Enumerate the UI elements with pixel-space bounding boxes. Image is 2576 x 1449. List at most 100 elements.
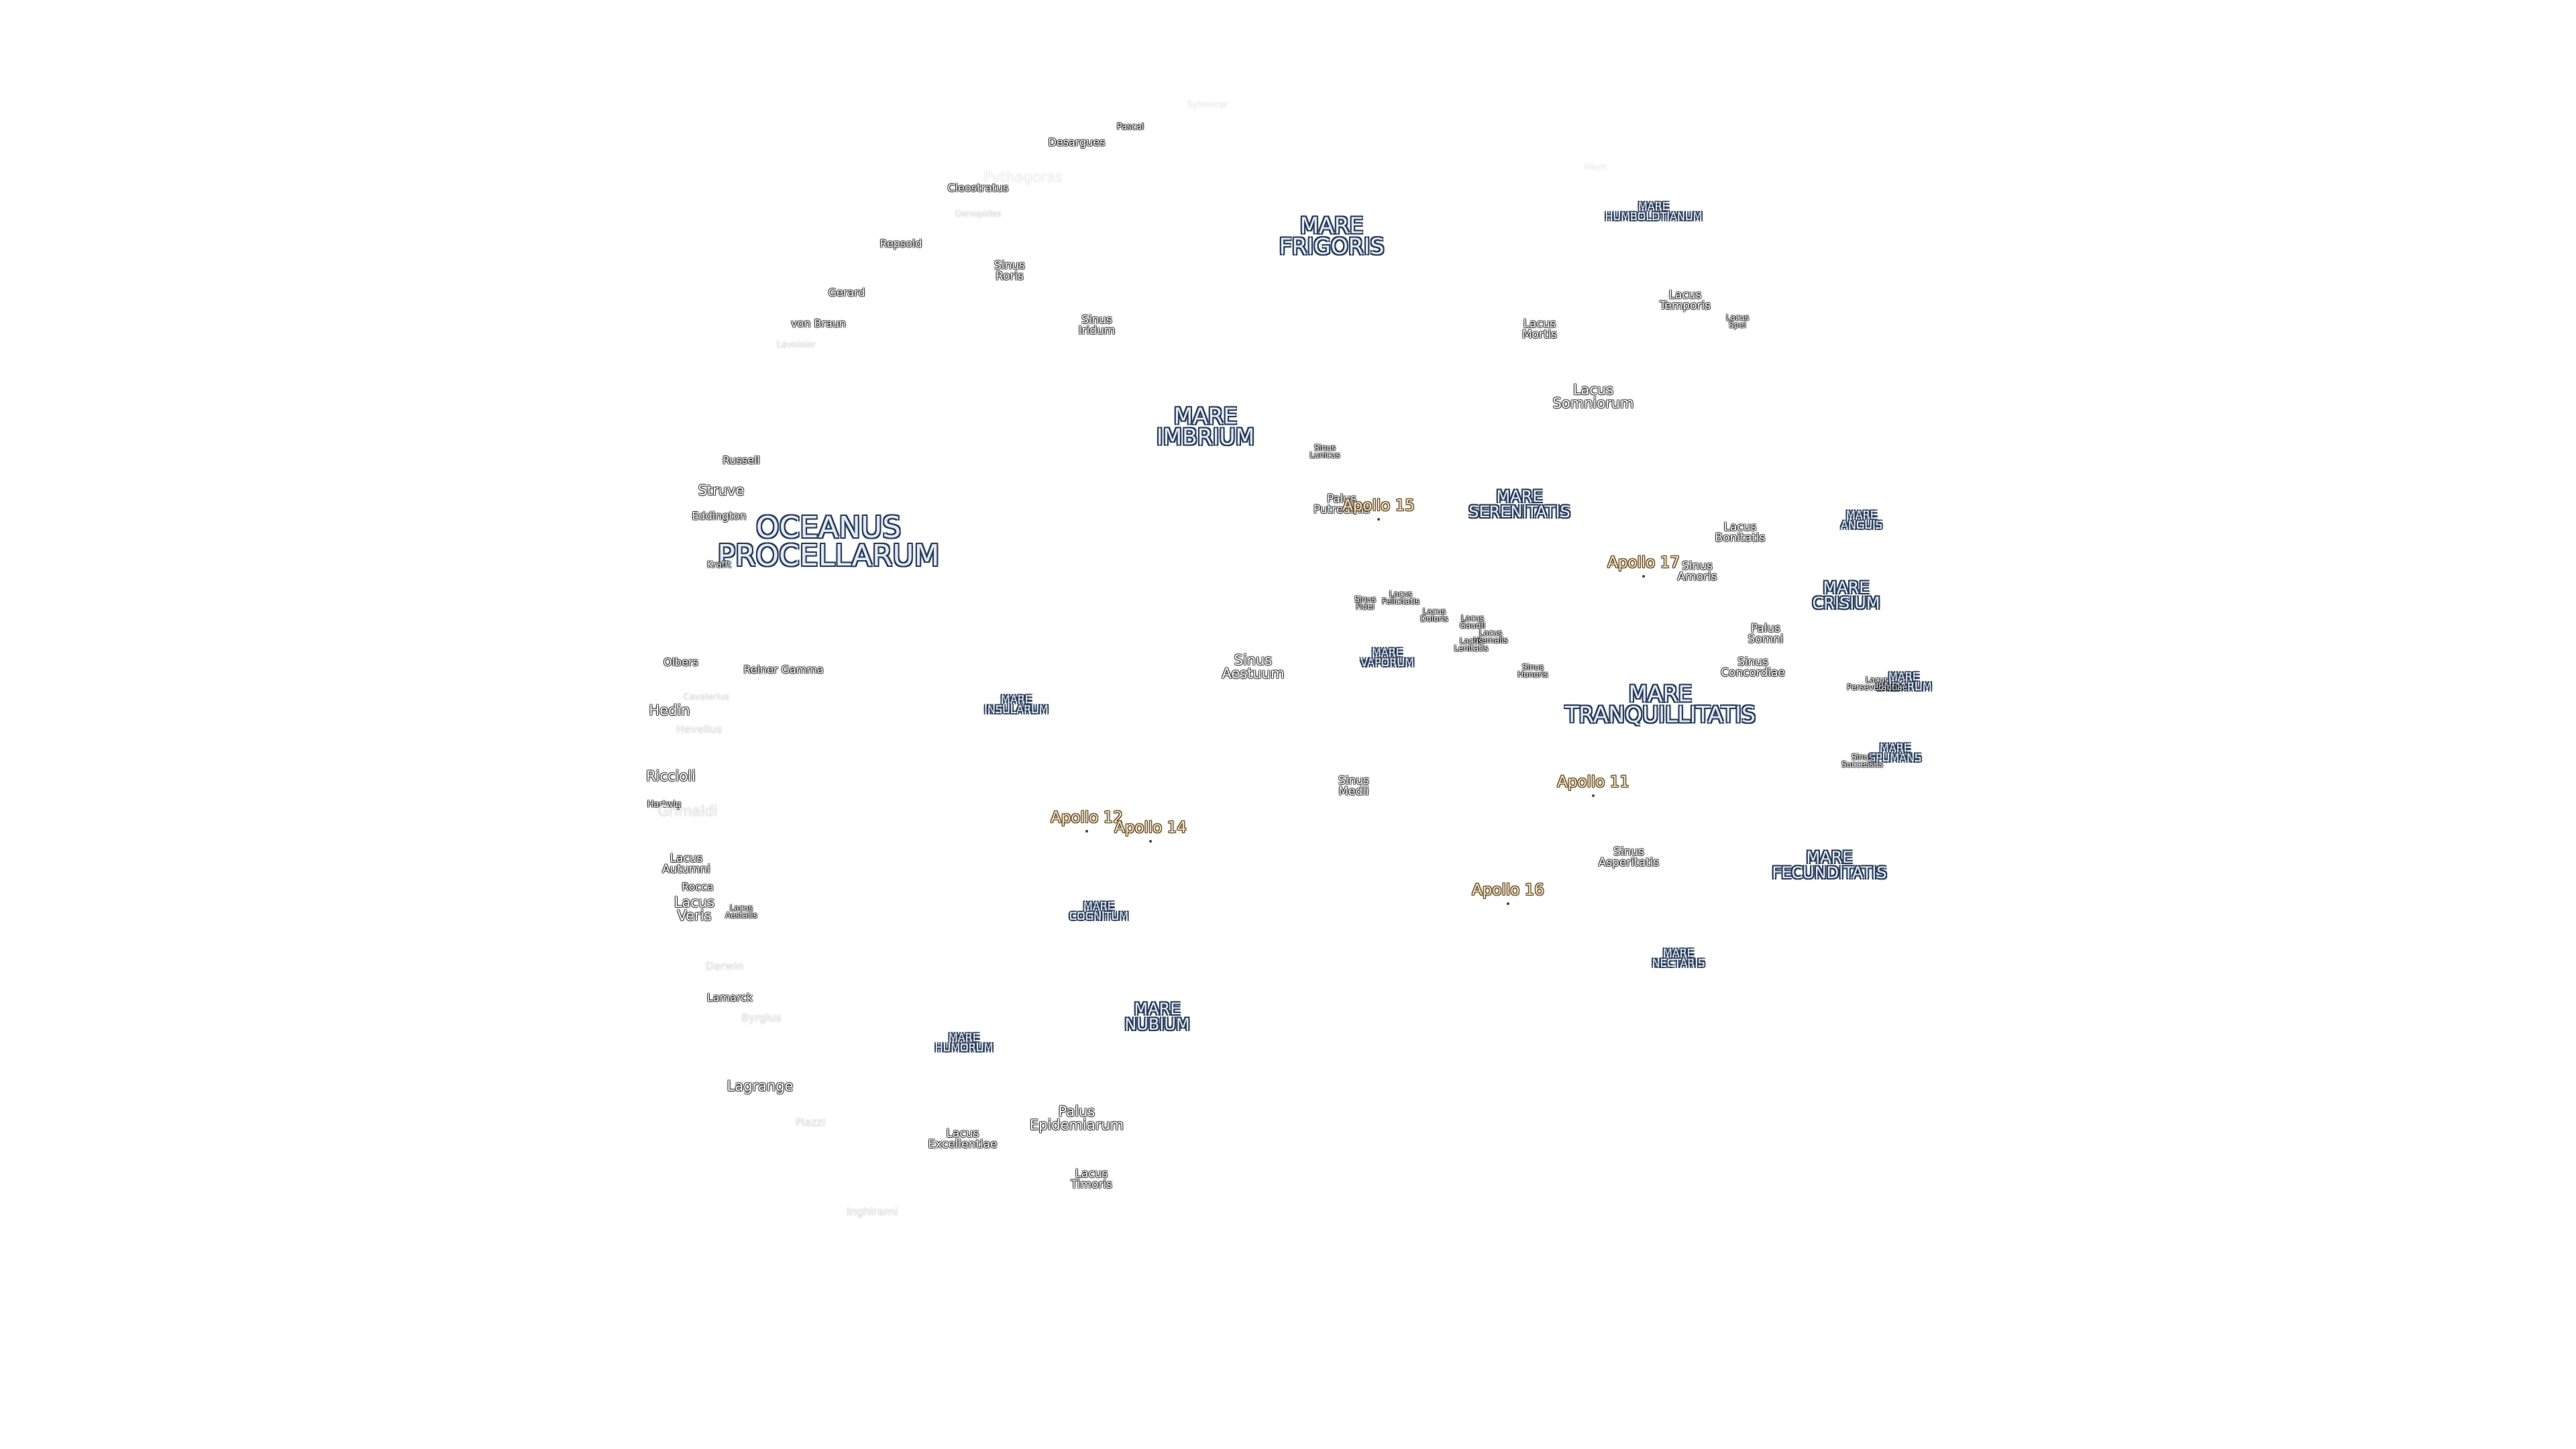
- landing-site-marker-icon: [1149, 839, 1152, 843]
- hevelius-text: Hevelius: [676, 722, 722, 736]
- label-mare-nectaris: MARE NECTARIS: [1652, 947, 1705, 968]
- von-braun-text: von Braun: [790, 317, 847, 330]
- label-sinus-amoris: Sinus Amoris: [1677, 560, 1717, 582]
- label-apollo-16: Apollo 16: [1472, 883, 1544, 905]
- palus-somni-text: Palus Somni: [1748, 621, 1784, 646]
- label-lacus-spei: Lacus Spei: [1725, 313, 1750, 330]
- mare-anguis-text: MARE ANGUIS: [1841, 508, 1882, 531]
- label-hayn: Hayn: [1584, 162, 1607, 172]
- palus-putredinis-text: Palus Putredinis: [1313, 492, 1371, 517]
- label-mare-humorum: MARE HUMORUM: [935, 1032, 994, 1053]
- landing-site-marker-icon: [1085, 829, 1088, 833]
- gerard-text: Gerard: [828, 286, 865, 299]
- label-palus-putredinis: Palus Putredinis: [1313, 492, 1371, 517]
- label-sinus-iridum: Sinus Iridum: [1079, 314, 1116, 336]
- label-mare-spumans: MARE SPUMANS: [1869, 742, 1921, 763]
- mare-cognitum-text: MARE COGNITUM: [1069, 899, 1129, 922]
- mare-tranquillitatis-text: MARE TRANQUILLITATIS: [1565, 680, 1756, 728]
- label-olbers: Olbers: [663, 657, 698, 667]
- label-eddington: Eddington: [692, 511, 746, 521]
- eddington-text: Eddington: [692, 509, 747, 523]
- landing-site-marker-icon: [1592, 794, 1595, 797]
- label-mare-humboldtianum: MARE HUMBOLDTIANUM: [1605, 201, 1703, 221]
- sinus-fidei-text: Sinus Fidei: [1354, 594, 1377, 612]
- label-mare-crisium: MARE CRISIUM: [1812, 580, 1880, 611]
- sinus-concordiae-text: Sinus Concordiae: [1721, 655, 1785, 680]
- lacus-aestatis-text: Lacus Aestatis: [725, 903, 757, 920]
- label-lacus-perseverantiae: Lacus Perseverantiae: [1847, 676, 1907, 692]
- label-darwin: Darwin: [706, 961, 743, 971]
- mare-fecunditatis-text: MARE FECUNDITATIS: [1772, 848, 1887, 882]
- label-hedin: Hedin: [649, 704, 690, 718]
- sinus-successus-text: Sinus Successus: [1841, 752, 1884, 769]
- apollo-15-text: Apollo 15: [1342, 497, 1415, 515]
- reiner-gamma-text: Reiner Gamma: [743, 663, 824, 676]
- label-lacus-felicitatis: Lacus Felicitatis: [1381, 589, 1420, 606]
- lacus-veris-text: Lacus Veris: [674, 894, 715, 924]
- inghirami-text: Inghirami: [846, 1205, 898, 1218]
- lacus-timoris-text: Lacus Timoris: [1070, 1167, 1113, 1191]
- lacus-excellentiae-text: Lacus Excellentiae: [928, 1126, 998, 1151]
- byrgius-text: Byrgius: [741, 1011, 782, 1024]
- oenopides-text: Oenopides: [955, 209, 1002, 219]
- lavoisier-text: Lavoisier: [776, 339, 816, 350]
- label-lacus-doloris: Lacus Doloris: [1420, 608, 1448, 624]
- mare-humboldtianum-text: MARE HUMBOLDTIANUM: [1605, 199, 1703, 223]
- landing-site-marker-icon: [1642, 574, 1645, 578]
- label-sinus-aestuum: Sinus Aestuum: [1222, 652, 1285, 682]
- lacus-felicitatis-text: Lacus Felicitatis: [1381, 589, 1420, 606]
- label-lacus-temporis: Lacus Temporis: [1660, 289, 1711, 311]
- pascal-text: Pascal: [1116, 121, 1144, 132]
- label-sinus-honoris: Sinus Honoris: [1517, 662, 1548, 680]
- label-palus-epidemiarum: Palus Epidemiarum: [1029, 1104, 1124, 1133]
- label-lacus-excellentiae: Lacus Excellentiae: [928, 1128, 997, 1150]
- palus-epidemiarum-text: Palus Epidemiarum: [1029, 1104, 1124, 1133]
- mare-serenitatis-text: MARE SERENITATIS: [1468, 487, 1570, 521]
- mare-nubium-text: MARE NUBIUM: [1124, 1000, 1190, 1034]
- mare-humorum-text: MARE HUMORUM: [934, 1030, 994, 1054]
- label-lacus-aestatis: Lacus Aestatis: [725, 903, 757, 920]
- label-mare-serenitatis: MARE SERENITATIS: [1468, 487, 1570, 521]
- label-mare-cognitum: MARE COGNITUM: [1069, 899, 1129, 922]
- label-lacus-bonitatis: Lacus Bonitatis: [1715, 521, 1766, 543]
- mare-undarum-text: MARE UNDARUM: [1876, 669, 1932, 693]
- lacus-mortis-text: Lacus Mortis: [1521, 317, 1558, 341]
- apollo-12-text: Apollo 12: [1051, 809, 1123, 827]
- label-mare-frigoris: MARE FRIGORIS: [1279, 215, 1385, 258]
- label-mare-fecunditatis: MARE FECUNDITATIS: [1772, 848, 1887, 882]
- sinus-aestuum-text: Sinus Aestuum: [1222, 652, 1285, 682]
- darwin-text: Darwin: [705, 959, 744, 973]
- hayn-text: Hayn: [1584, 162, 1607, 172]
- label-lavoisier: Lavoisier: [777, 341, 816, 350]
- label-grimaldi: Grimaldi: [657, 803, 718, 820]
- apollo-14-text: Apollo 14: [1114, 819, 1187, 837]
- sinus-lunicus-text: Sinus Lunicus: [1309, 443, 1340, 460]
- grimaldi-text: Grimaldi: [657, 803, 718, 820]
- label-cleostratus: Cleostratus: [948, 182, 1009, 193]
- label-pascal: Pascal: [1117, 123, 1144, 131]
- lamarck-text: Lamarck: [706, 991, 753, 1004]
- label-lamarck: Lamarck: [706, 991, 753, 1004]
- sinus-honoris-text: Sinus Honoris: [1517, 662, 1548, 680]
- lacus-spei-text: Lacus Spei: [1725, 313, 1750, 330]
- landing-site-marker-icon: [1507, 902, 1509, 905]
- label-struve: Struve: [698, 484, 745, 498]
- lacus-somniorum-text: Lacus Somniorum: [1552, 382, 1634, 411]
- hedin-text: Hedin: [649, 702, 690, 719]
- label-sinus-medii: Sinus Medii: [1338, 775, 1369, 797]
- label-sylvester: Sylvester: [1187, 101, 1228, 109]
- label-mare-nubium: MARE NUBIUM: [1124, 1000, 1190, 1034]
- label-palus-somni: Palus Somni: [1748, 623, 1783, 645]
- label-lacus-autumni: Lacus Autumni: [662, 853, 710, 875]
- label-mare-insularum: MARE INSULARUM: [984, 694, 1048, 714]
- label-lacus-mortis: Lacus Mortis: [1521, 317, 1558, 341]
- krafft-text: Krafft: [707, 559, 731, 570]
- label-oenopides: Oenopides: [955, 209, 1002, 219]
- sinus-asperitatis-text: Sinus Asperitatis: [1598, 845, 1660, 869]
- oceanus-procellarum-text: OCEANUS PROCELLARUM: [717, 511, 940, 573]
- label-cavalerius: Cavalerius: [684, 693, 729, 702]
- label-pythagoras: Pythagoras: [983, 170, 1063, 184]
- mare-frigoris-text: MARE FRIGORIS: [1279, 212, 1385, 260]
- label-lacus-hiemalis: Lacus Hiemalis: [1473, 629, 1508, 645]
